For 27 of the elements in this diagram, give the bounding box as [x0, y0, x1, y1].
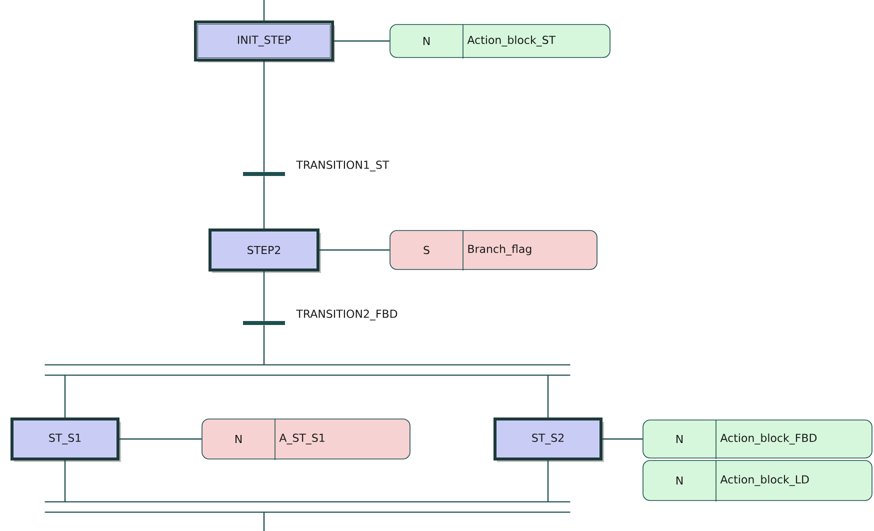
connector-line — [602, 438, 643, 440]
connector-line — [64, 375, 66, 418]
step-box: STEP2 — [208, 228, 321, 273]
connector-line — [334, 40, 390, 42]
action-block: N A_ST_S1 — [202, 418, 410, 460]
action-block: S Branch_flag — [390, 230, 598, 271]
connector-line — [263, 512, 265, 531]
connector-line — [263, 272, 265, 321]
connector-line — [64, 460, 66, 502]
action-block: N Action_block_ST — [390, 24, 610, 59]
connector-line — [320, 249, 390, 251]
step-box: INIT_STEP — [194, 20, 335, 62]
connector-line — [547, 375, 549, 418]
connector-line — [547, 460, 549, 502]
connector-line — [263, 325, 265, 365]
transition-label: TRANSITION2_FBD — [296, 310, 398, 320]
step-box: ST_S1 — [10, 418, 121, 462]
action-block: N Action_block_FBD — [642, 420, 872, 460]
double-bar — [44, 501, 570, 513]
connector-line — [120, 438, 202, 440]
connector-line — [263, 62, 265, 172]
action-block: N Action_block_LD — [642, 460, 872, 502]
transition-label: TRANSITION1_ST — [296, 160, 390, 172]
double-bar — [44, 364, 570, 376]
connector-line — [263, 176, 265, 228]
step-box: ST_S2 — [494, 418, 604, 462]
connector-line — [263, 0, 265, 20]
